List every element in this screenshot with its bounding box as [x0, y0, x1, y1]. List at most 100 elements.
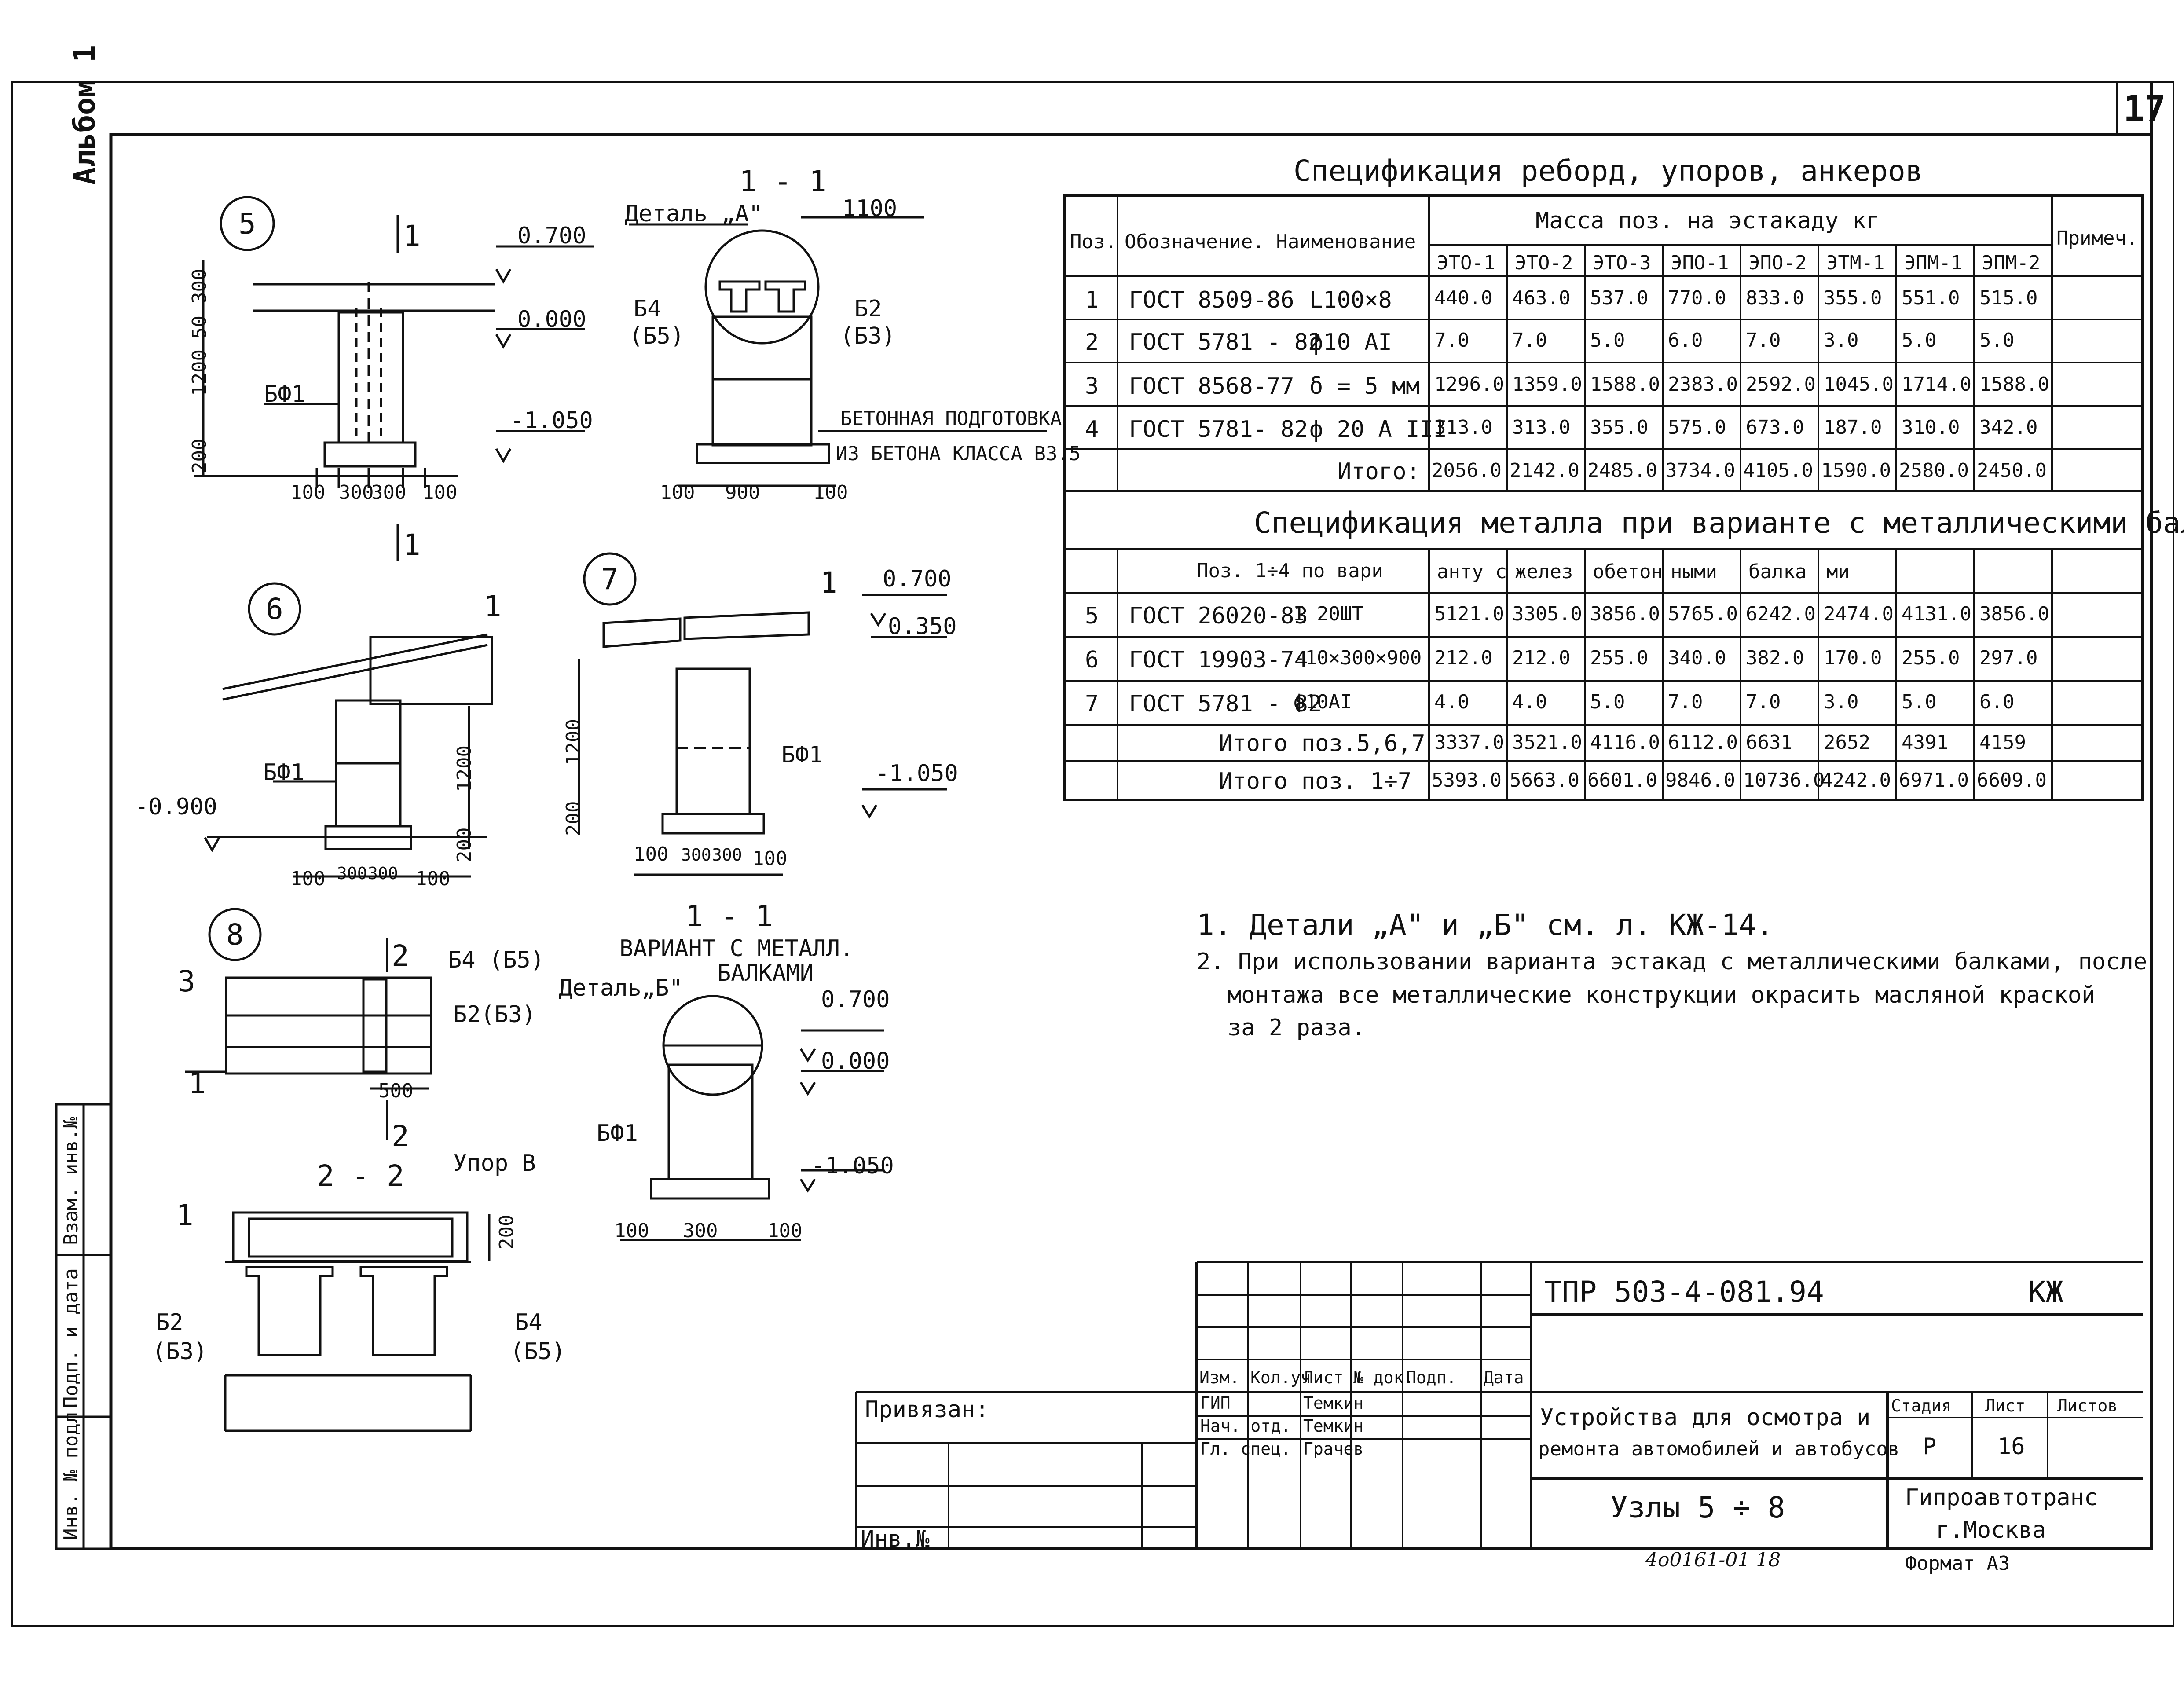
- spec1-total-value: 4105.0: [1743, 459, 1813, 482]
- org-name: Гипроавтотранс: [1905, 1484, 2098, 1511]
- node5-dim-v-300: 300: [188, 268, 211, 304]
- spec2-row-value: 3305.0: [1512, 603, 1582, 625]
- doc-code: ТПР 503-4-081.94: [1544, 1275, 1824, 1309]
- node7-dim-h-3: 100: [752, 847, 788, 870]
- note-2-cont: монтажа все металлические конструкции ок…: [1228, 982, 2096, 1008]
- node8-label-mid: Б2(Б3): [453, 1001, 536, 1028]
- side-label-podp: Подп. и дата: [60, 1268, 82, 1408]
- spec2-row-item: -10×300×900: [1294, 647, 1422, 669]
- node5-dim-h-3: 100: [422, 481, 458, 504]
- spec2-row-value: 3.0: [1824, 691, 1859, 713]
- spec1-total-value: 2580.0: [1899, 459, 1969, 482]
- section11-right-sub: (Б3): [840, 323, 896, 349]
- section22-dim: 200: [495, 1214, 518, 1250]
- section11-left-label: Б4: [634, 296, 661, 322]
- node7-elev-top: 0.700: [883, 566, 952, 592]
- object-line1: Устройства для осмотра и: [1540, 1404, 1871, 1431]
- section11b-element: БФ1: [597, 1120, 638, 1147]
- spec1-row-value: 833.0: [1746, 287, 1804, 309]
- title-block-role: Нач. отд.: [1200, 1416, 1291, 1436]
- spec2-row-value: 5.0: [1590, 691, 1625, 713]
- spec2-row-value: 5121.0: [1434, 603, 1504, 625]
- node7-marker: 7: [601, 562, 619, 596]
- spec1-row-value: 463.0: [1512, 287, 1571, 309]
- spec1-row-pos: 3: [1085, 373, 1099, 400]
- node6-dim-v-1200: 1200: [453, 745, 476, 792]
- spec2-grandtotal-label: Итого поз. 1÷7: [1219, 768, 1412, 795]
- spec1-mass-col-header: ЭТО-2: [1515, 252, 1573, 274]
- spec1-row-value: 1296.0: [1434, 373, 1504, 396]
- org-city: г.Москва: [1936, 1517, 2046, 1543]
- node5-dim-v-50: 50: [188, 315, 211, 339]
- section11-dim-h-2: 100: [813, 481, 848, 504]
- spec1-col-mass-group: Масса поз. на эстакаду кг: [1535, 208, 1880, 234]
- spec2-grandtotal-value: 5663.0: [1510, 769, 1579, 792]
- title-block-header: № док.: [1353, 1368, 1414, 1387]
- spec1-total-value: 1590.0: [1821, 459, 1891, 482]
- spec1-row-std: ГОСТ 5781- 82: [1129, 416, 1308, 443]
- section11-note-line2: ИЗ БЕТОНА КЛАССА В3.5: [836, 443, 1081, 465]
- node7-elev-bot: -1.050: [876, 760, 958, 787]
- section11b-dim-h-2: 100: [767, 1220, 803, 1242]
- spec2-header-fragment: ми: [1826, 561, 1850, 583]
- spec2-row-value: 212.0: [1512, 647, 1571, 669]
- spec1-row-value: 310.0: [1902, 416, 1960, 439]
- spec2-header-fragment: желез: [1515, 561, 1573, 583]
- spec2-grandtotal-value: 6601.0: [1587, 769, 1657, 792]
- spec1-row-value: 3.0: [1824, 329, 1859, 352]
- spec2-subtotal-value: 6631: [1746, 731, 1792, 754]
- spec2-row-std: ГОСТ 26020-83: [1129, 603, 1308, 629]
- spec1-col-name: Обозначение. Наименование: [1125, 231, 1416, 253]
- spec2-row-value: 382.0: [1746, 647, 1804, 669]
- spec1-row-value: 313.0: [1434, 416, 1493, 439]
- spec2-row-pos: 5: [1085, 603, 1099, 629]
- section11b-detail-b: Деталь„Б": [559, 975, 683, 1001]
- node8-cut-top: 2: [392, 939, 409, 973]
- node7-elev-mid: 0.350: [888, 613, 957, 640]
- spec1-row-value: 7.0: [1434, 329, 1469, 352]
- node7-dim-h-0: 100: [634, 843, 669, 865]
- node6-element: БФ1: [263, 759, 304, 786]
- title-block-name: Темкин: [1303, 1416, 1364, 1436]
- spec2-header-fragment: балка: [1748, 561, 1807, 583]
- spec2-header-fragment: обетон: [1593, 561, 1663, 583]
- spec1-row-pos: 4: [1085, 416, 1099, 443]
- node5-dim-v-1200: 1200: [188, 349, 211, 396]
- section11-note-line1: БЕТОННАЯ ПОДГОТОВКА: [840, 407, 1062, 430]
- spec1-col-pos: Поз.: [1070, 231, 1117, 253]
- side-label-inv: Инв. № подл.: [60, 1400, 82, 1540]
- note-2: 2. При использовании варианта эстакад с …: [1197, 949, 2147, 975]
- section11b-subtitle2: БАЛКАМИ: [717, 960, 814, 986]
- spec2-row-value: 4.0: [1512, 691, 1547, 713]
- node6-marker: 6: [266, 592, 283, 626]
- node7-dim-h-1: 300: [681, 845, 711, 865]
- spec2-row-value: 4.0: [1434, 691, 1469, 713]
- node5-cut-mark-bottom: 1: [403, 528, 421, 562]
- format-label: Формат А3: [1905, 1552, 2010, 1575]
- object-line2: ремонта автомобилей и автобусов: [1538, 1438, 1900, 1460]
- node5-elev-top: 0.700: [517, 223, 586, 249]
- title-block-header: Кол.уч: [1250, 1368, 1311, 1387]
- spec2-row-item: ф10АI: [1294, 691, 1352, 713]
- spec1-row-value: 7.0: [1746, 329, 1781, 352]
- spec2-header-fragment: анту с: [1437, 561, 1507, 583]
- spec2-grandtotal-value: 5393.0: [1432, 769, 1502, 792]
- spec1-row-value: 5.0: [1979, 329, 2015, 352]
- spec1-row-std: ГОСТ 8509-86: [1129, 287, 1294, 313]
- spec2-subtotal-label: Итого поз.5,6,7: [1219, 730, 1425, 757]
- spec1-mass-col-header: ЭПО-2: [1748, 252, 1807, 274]
- note-2-end: за 2 раза.: [1228, 1015, 1366, 1041]
- title-block-header: Изм.: [1199, 1368, 1240, 1387]
- spec2-row-item: I 20ШТ: [1294, 603, 1363, 625]
- spec2-grandtotal-value: 6609.0: [1977, 769, 2047, 792]
- spec1-row-item: ф 20 А III: [1309, 416, 1447, 443]
- node6-dim-h-0: 100: [290, 868, 326, 890]
- spec1-title: Спецификация реборд, упоров, анкеров: [1294, 154, 1923, 188]
- inv-no-label: Инв.№: [861, 1526, 930, 1552]
- spec1-row-value: 2592.0: [1746, 373, 1816, 396]
- title-block-name: Грачев: [1303, 1439, 1364, 1459]
- node6-pos: 1: [484, 590, 502, 623]
- spec2-row-pos: 6: [1085, 647, 1099, 673]
- section11-dim-top: 1100: [842, 195, 898, 222]
- spec2-subtotal-value: 3337.0: [1434, 731, 1504, 754]
